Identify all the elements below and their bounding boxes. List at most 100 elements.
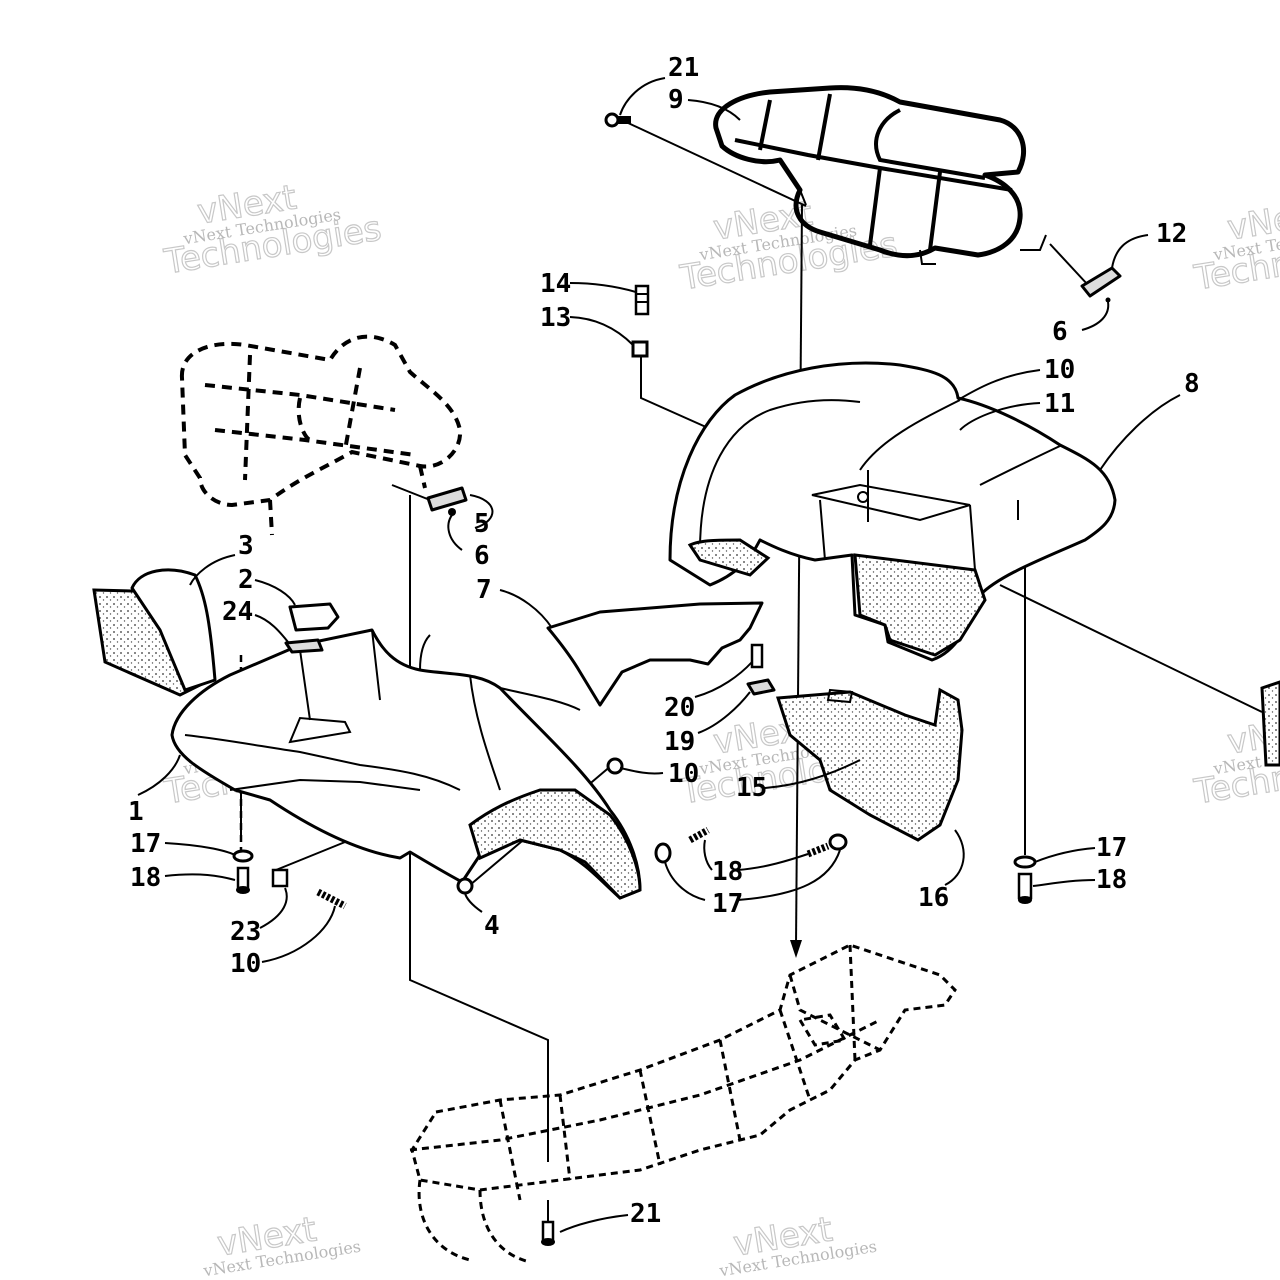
screw-4 [456,877,474,895]
watermark-1: vNext Technologies vNext Technologies [160,177,384,283]
watermark-2: vNext Technologies vNext Technologies [676,193,900,299]
frame-ghost [409,943,957,1264]
watermark-3: vNext Technologies vNext Technologies [1190,193,1280,299]
leader-18-mid-b [703,839,713,871]
leader-1 [137,754,181,796]
callout-labels: 21 9 12 6 14 13 10 11 8 5 6 3 2 24 7 20 … [128,53,1200,1229]
mud-flap [775,687,964,842]
leader-12 [1111,234,1149,269]
leader-15 [764,759,861,789]
bolt-18-right [1017,872,1033,904]
clip-23 [271,868,289,888]
callout-18-mid: 18 [712,857,743,887]
panel-edge-right [1260,680,1280,767]
callout-19: 19 [664,727,695,757]
callout-6-mid: 6 [474,541,490,571]
leader-19 [697,691,751,734]
washer-19 [746,678,776,696]
assembly-arrow-head [790,940,802,958]
callout-21-top: 21 [668,53,699,83]
rear-rack [713,85,1047,265]
leader-18-right [1032,879,1096,887]
callout-2: 2 [238,565,254,595]
bolt-18-left [236,866,250,894]
leader-6-mid [447,514,463,551]
leader-10-top [957,369,1041,401]
callout-17-left: 17 [130,829,161,859]
callout-15: 15 [736,773,767,803]
assembly-line-rack-bolt [625,121,807,207]
leader-18-left [164,873,236,881]
watermark-8: vNext vNext Technologies [717,1209,878,1280]
washer-17-right [1013,855,1037,869]
bolt-21-bottom [541,1220,555,1246]
bracket-5 [426,486,468,516]
callout-6-top: 6 [1052,317,1068,347]
leader-5 [469,494,494,529]
leader-11 [959,402,1041,431]
callout-20: 20 [664,693,695,723]
callout-3: 3 [238,531,254,561]
leader-21-bottom [559,1214,629,1233]
bolt-10-lower [316,888,347,910]
callout-21-bottom: 21 [630,1199,661,1229]
callout-17-mid: 17 [712,889,743,919]
callout-8: 8 [1184,369,1200,399]
side-panel [546,601,764,707]
fasteners [232,112,1280,1246]
leader-7 [499,589,553,629]
bracket-12 [1080,266,1122,303]
leader-10-lower [261,905,336,963]
seat-pad [288,602,340,632]
seat [92,568,217,697]
leader-10-mid [619,767,664,775]
callout-17-right: 17 [1096,833,1127,863]
leader-21-top [619,77,666,116]
bolt-18-mid [688,826,710,844]
callout-12: 12 [1156,219,1187,249]
leader-23 [259,887,288,929]
leader-14 [569,282,637,293]
leader-17-right [1034,847,1096,863]
assembly-line-clip-23 [275,839,351,871]
callout-18-right: 18 [1096,865,1127,895]
pad-24 [284,638,324,654]
leader-24 [254,614,289,643]
bolt-21-top [604,112,631,128]
leader-13 [569,316,634,346]
washer-17-left [232,849,254,863]
nut-13 [631,340,649,358]
callout-10-top: 10 [1044,355,1075,385]
leader-20 [694,661,753,698]
leader-8 [1099,394,1181,471]
leader-4 [464,892,483,913]
callout-24: 24 [222,597,253,627]
washer-17-mid [654,842,672,864]
callout-16: 16 [918,883,949,913]
callout-13: 13 [540,303,571,333]
screw-20 [750,643,764,669]
assembly-line-right-fender [999,584,1263,713]
callout-7: 7 [476,575,492,605]
bolt-10-mid [606,757,624,775]
assembly-line-bracket-5 [391,484,431,501]
leader-6-top [1081,301,1110,331]
leader-3 [189,554,236,586]
screw-14 [634,284,650,316]
leader-2 [254,579,296,606]
callout-10-mid: 10 [668,759,699,789]
watermark-7: vNext vNext Technologies [201,1209,362,1280]
callout-11: 11 [1044,389,1075,419]
callout-23: 23 [230,917,261,947]
leader-18-mid [737,853,809,871]
leader-17-mid-b [664,861,706,901]
bolt-18-mudflap [806,833,848,858]
assembly-line-center-vertical [795,204,803,946]
leader-9 [687,99,741,121]
callout-5: 5 [474,509,490,539]
leader-16 [944,829,965,886]
callout-9: 9 [668,85,684,115]
callout-14: 14 [540,269,571,299]
assembly-line-bracket-12 [1049,243,1089,286]
